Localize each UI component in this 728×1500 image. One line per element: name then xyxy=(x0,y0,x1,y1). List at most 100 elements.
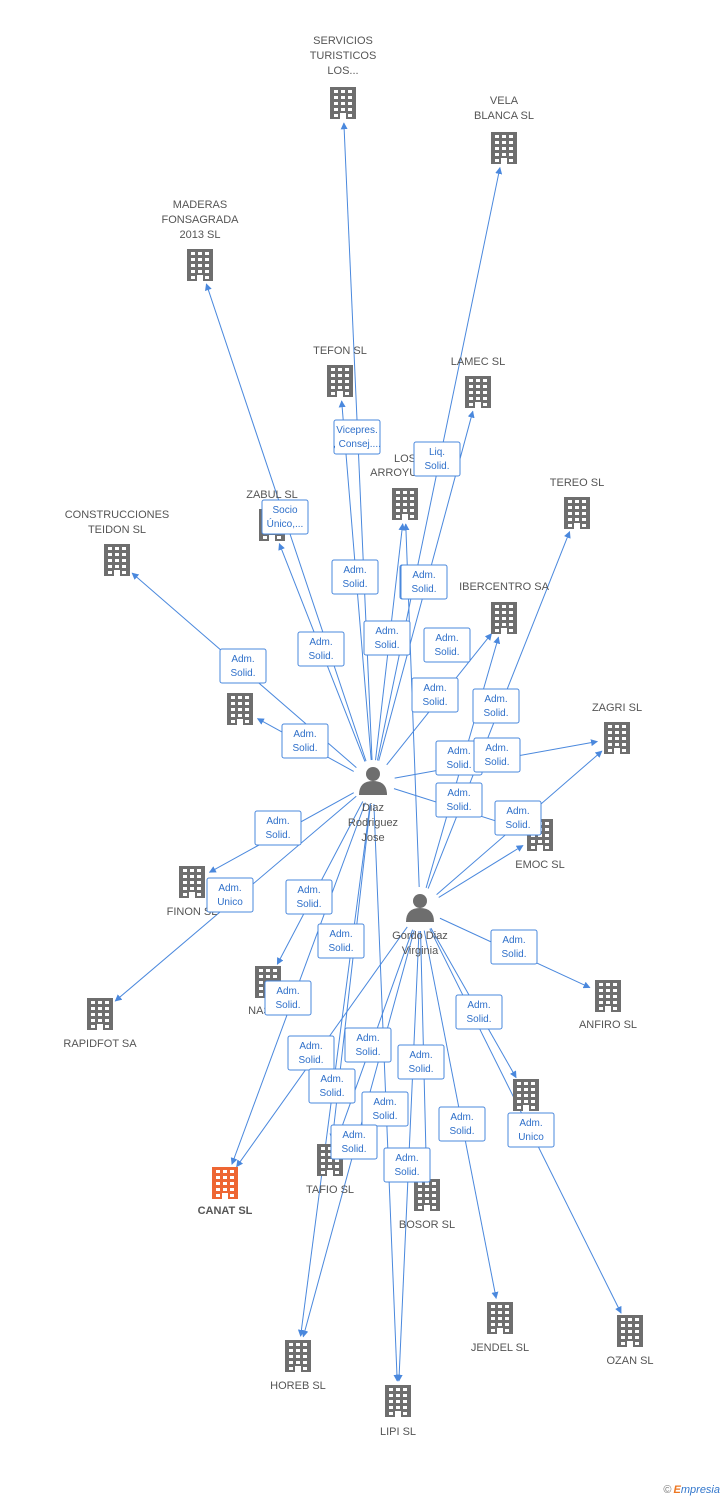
node-tereo[interactable]: TEREO SL xyxy=(550,477,604,529)
edge-label-gordo-emoc[interactable]: Adm.Solid. xyxy=(494,800,542,836)
node-label-vela: BLANCA SL xyxy=(474,110,534,122)
node-lipi[interactable]: LIPI SL xyxy=(380,1385,416,1438)
node-label-construcciones: CONSTRUCCIONES xyxy=(65,509,170,521)
edge-label-box xyxy=(400,564,448,600)
edge-label-gordo-tafio[interactable]: Adm.Solid. xyxy=(344,1027,392,1063)
node-label-servicios: SERVICIOS xyxy=(313,35,373,47)
node-bosor[interactable]: BOSOR SL xyxy=(399,1179,455,1231)
edge-label-diaz-rapidfot[interactable]: Adm.Unico xyxy=(206,877,254,913)
edge-label-diaz-maderas[interactable]: SocioÚnico,... xyxy=(261,499,309,535)
edge-label-diaz-vela[interactable]: Liq.Solid. xyxy=(413,441,461,477)
edge-label-diaz-servicios[interactable]: Vicepres., Consej.... xyxy=(333,419,381,455)
edge-label-line: Solid. xyxy=(446,802,471,813)
node-canat[interactable]: CANAT SL xyxy=(198,1167,253,1217)
node-so[interactable]: SO... xyxy=(513,1079,539,1131)
building-icon xyxy=(604,722,630,754)
edge-label-diaz-ibercentro[interactable]: Adm.Solid. xyxy=(423,627,471,663)
building-icon xyxy=(87,998,113,1030)
edge-label-gordo-zagri[interactable]: Adm. Solid. xyxy=(473,737,521,773)
edge-label-line: Solid. xyxy=(275,1000,300,1011)
person-icon xyxy=(406,894,434,922)
edge-label-line: Adm. xyxy=(309,637,332,648)
edge-label-diaz-ac[interactable]: Adm.Solid. xyxy=(281,723,329,759)
edge-label-gordo-horeb[interactable]: Adm.Solid. xyxy=(330,1124,378,1160)
node-label-bosor: BOSOR SL xyxy=(399,1219,455,1231)
edge-label-line: Solid. xyxy=(328,943,353,954)
edge-label-box xyxy=(435,782,483,818)
edge-label-line: Solid. xyxy=(484,757,509,768)
node-lamec[interactable]: LAMEC SL xyxy=(451,356,505,408)
edge-label-diaz-emoc[interactable]: Adm. Solid. xyxy=(435,782,483,818)
edge-label-line: Adm. xyxy=(276,986,299,997)
edge-label-line: Solid. xyxy=(466,1014,491,1025)
edge-label-line: Adm. xyxy=(409,1050,432,1061)
edge-label-gordo-ibercentro[interactable]: Adm.Solid. xyxy=(472,688,520,724)
edge-label-box xyxy=(490,929,538,965)
node-anfiro[interactable]: ANFIRO SL xyxy=(579,980,637,1031)
node-label-vela: VELA xyxy=(490,95,519,107)
building-icon xyxy=(487,1302,513,1334)
node-label-diaz: Rodriguez xyxy=(348,817,398,829)
edge-label-diaz-losarroyuel[interactable]: Adm.Solid. xyxy=(363,620,411,656)
edge-label-gordo-so[interactable]: Adm.Solid. xyxy=(455,994,503,1030)
edge-label-gordo-jendel[interactable]: Adm.Solid. xyxy=(438,1106,486,1142)
edge-label-line: Unico xyxy=(518,1132,544,1143)
edge-label-line: Adm. xyxy=(447,788,470,799)
edge-label-line: Adm. xyxy=(506,806,529,817)
edge-label-line: Solid. xyxy=(292,743,317,754)
edge-label-line: Solid. xyxy=(422,697,447,708)
edge-label-box xyxy=(308,1068,356,1104)
building-icon xyxy=(414,1179,440,1211)
edge-label-diaz-construcciones[interactable]: Adm.Solid. xyxy=(219,648,267,684)
node-label-zabul: ZABUL SL xyxy=(246,489,298,501)
edge-label-diaz-nasc[interactable]: Adm. Solid. xyxy=(285,879,333,915)
edge-label-gordo-losarroyuel[interactable]: Adm.Solid. xyxy=(411,677,459,713)
edge-label-diaz-horeb[interactable]: Adm.Solid. xyxy=(287,1035,335,1071)
node-zagri[interactable]: ZAGRI SL xyxy=(592,702,642,754)
node-servicios[interactable]: SERVICIOSTURISTICOSLOS... xyxy=(310,35,377,119)
node-label-emoc: EMOC SL xyxy=(515,859,565,871)
edge-label-diaz-lipi[interactable]: Adm.Solid. xyxy=(361,1091,409,1127)
node-ozan[interactable]: OZAN SL xyxy=(606,1315,654,1367)
edge-label-diaz-tafio[interactable]: Adm.Solid. xyxy=(308,1068,356,1104)
building-icon xyxy=(285,1340,311,1372)
edge-label-line: Adm. xyxy=(343,565,366,576)
edge-label-diaz-canat[interactable]: Adm. Solid. xyxy=(264,980,312,1016)
edge-labels-layer: Vicepres., Consej.... Liq.Solid. SocioÚnic… xyxy=(206,419,555,1183)
edge-label-gordo-lipi[interactable]: Adm.Solid. xyxy=(383,1147,431,1183)
node-tefon[interactable]: TEFON SL xyxy=(313,345,367,397)
node-horeb[interactable]: HOREB SL xyxy=(270,1340,326,1392)
node-rapidfot[interactable]: RAPIDFOT SA xyxy=(63,998,137,1050)
edge-label-line: Solid. xyxy=(374,640,399,651)
edge-label-gordo-ozan[interactable]: Adm.Unico xyxy=(507,1112,555,1148)
empresia-watermark[interactable]: ©Empresia xyxy=(663,1484,720,1496)
building-icon xyxy=(491,602,517,634)
edge-label-line: Adm. xyxy=(373,1097,396,1108)
edge-label-diaz-tefon[interactable]: Adm.Solid. xyxy=(331,559,379,595)
edge-label-line: Solid. xyxy=(501,949,526,960)
edge-label-gordo-anfiro[interactable]: Adm.Solid. xyxy=(490,929,538,965)
node-label-tefon: TEFON SL xyxy=(313,345,367,357)
edge-label-gordo-tereo[interactable]: Adm.Solid. xyxy=(400,564,448,600)
node-vela[interactable]: VELA BLANCA SL xyxy=(474,95,534,164)
node-label-ibercentro: IBERCENTRO SA xyxy=(459,581,550,593)
edge-label-diaz-zagri[interactable]: Adm.Solid. xyxy=(435,740,483,776)
edge-label-line: Solid. xyxy=(296,899,321,910)
building-icon xyxy=(227,693,253,725)
edge-label-gordo-bosor[interactable]: Adm.Solid. xyxy=(397,1044,445,1080)
edge-label-diaz-zabul[interactable]: Adm.Solid. xyxy=(297,631,345,667)
node-ibercentro[interactable]: IBERCENTRO SA xyxy=(459,581,550,634)
node-jendel[interactable]: JENDEL SL xyxy=(471,1302,529,1354)
edge-label-line: Adm. xyxy=(231,654,254,665)
edge-label-line: Adm. xyxy=(485,743,508,754)
edge-label-line: Adm. xyxy=(297,885,320,896)
edge-label-diaz-finon[interactable]: Adm.Solid. xyxy=(254,810,302,846)
edge-label-gordo-canat[interactable]: Adm.Solid. xyxy=(317,923,365,959)
edge-label-line: Adm. xyxy=(218,883,241,894)
node-finon[interactable]: FINON SL xyxy=(167,866,218,918)
